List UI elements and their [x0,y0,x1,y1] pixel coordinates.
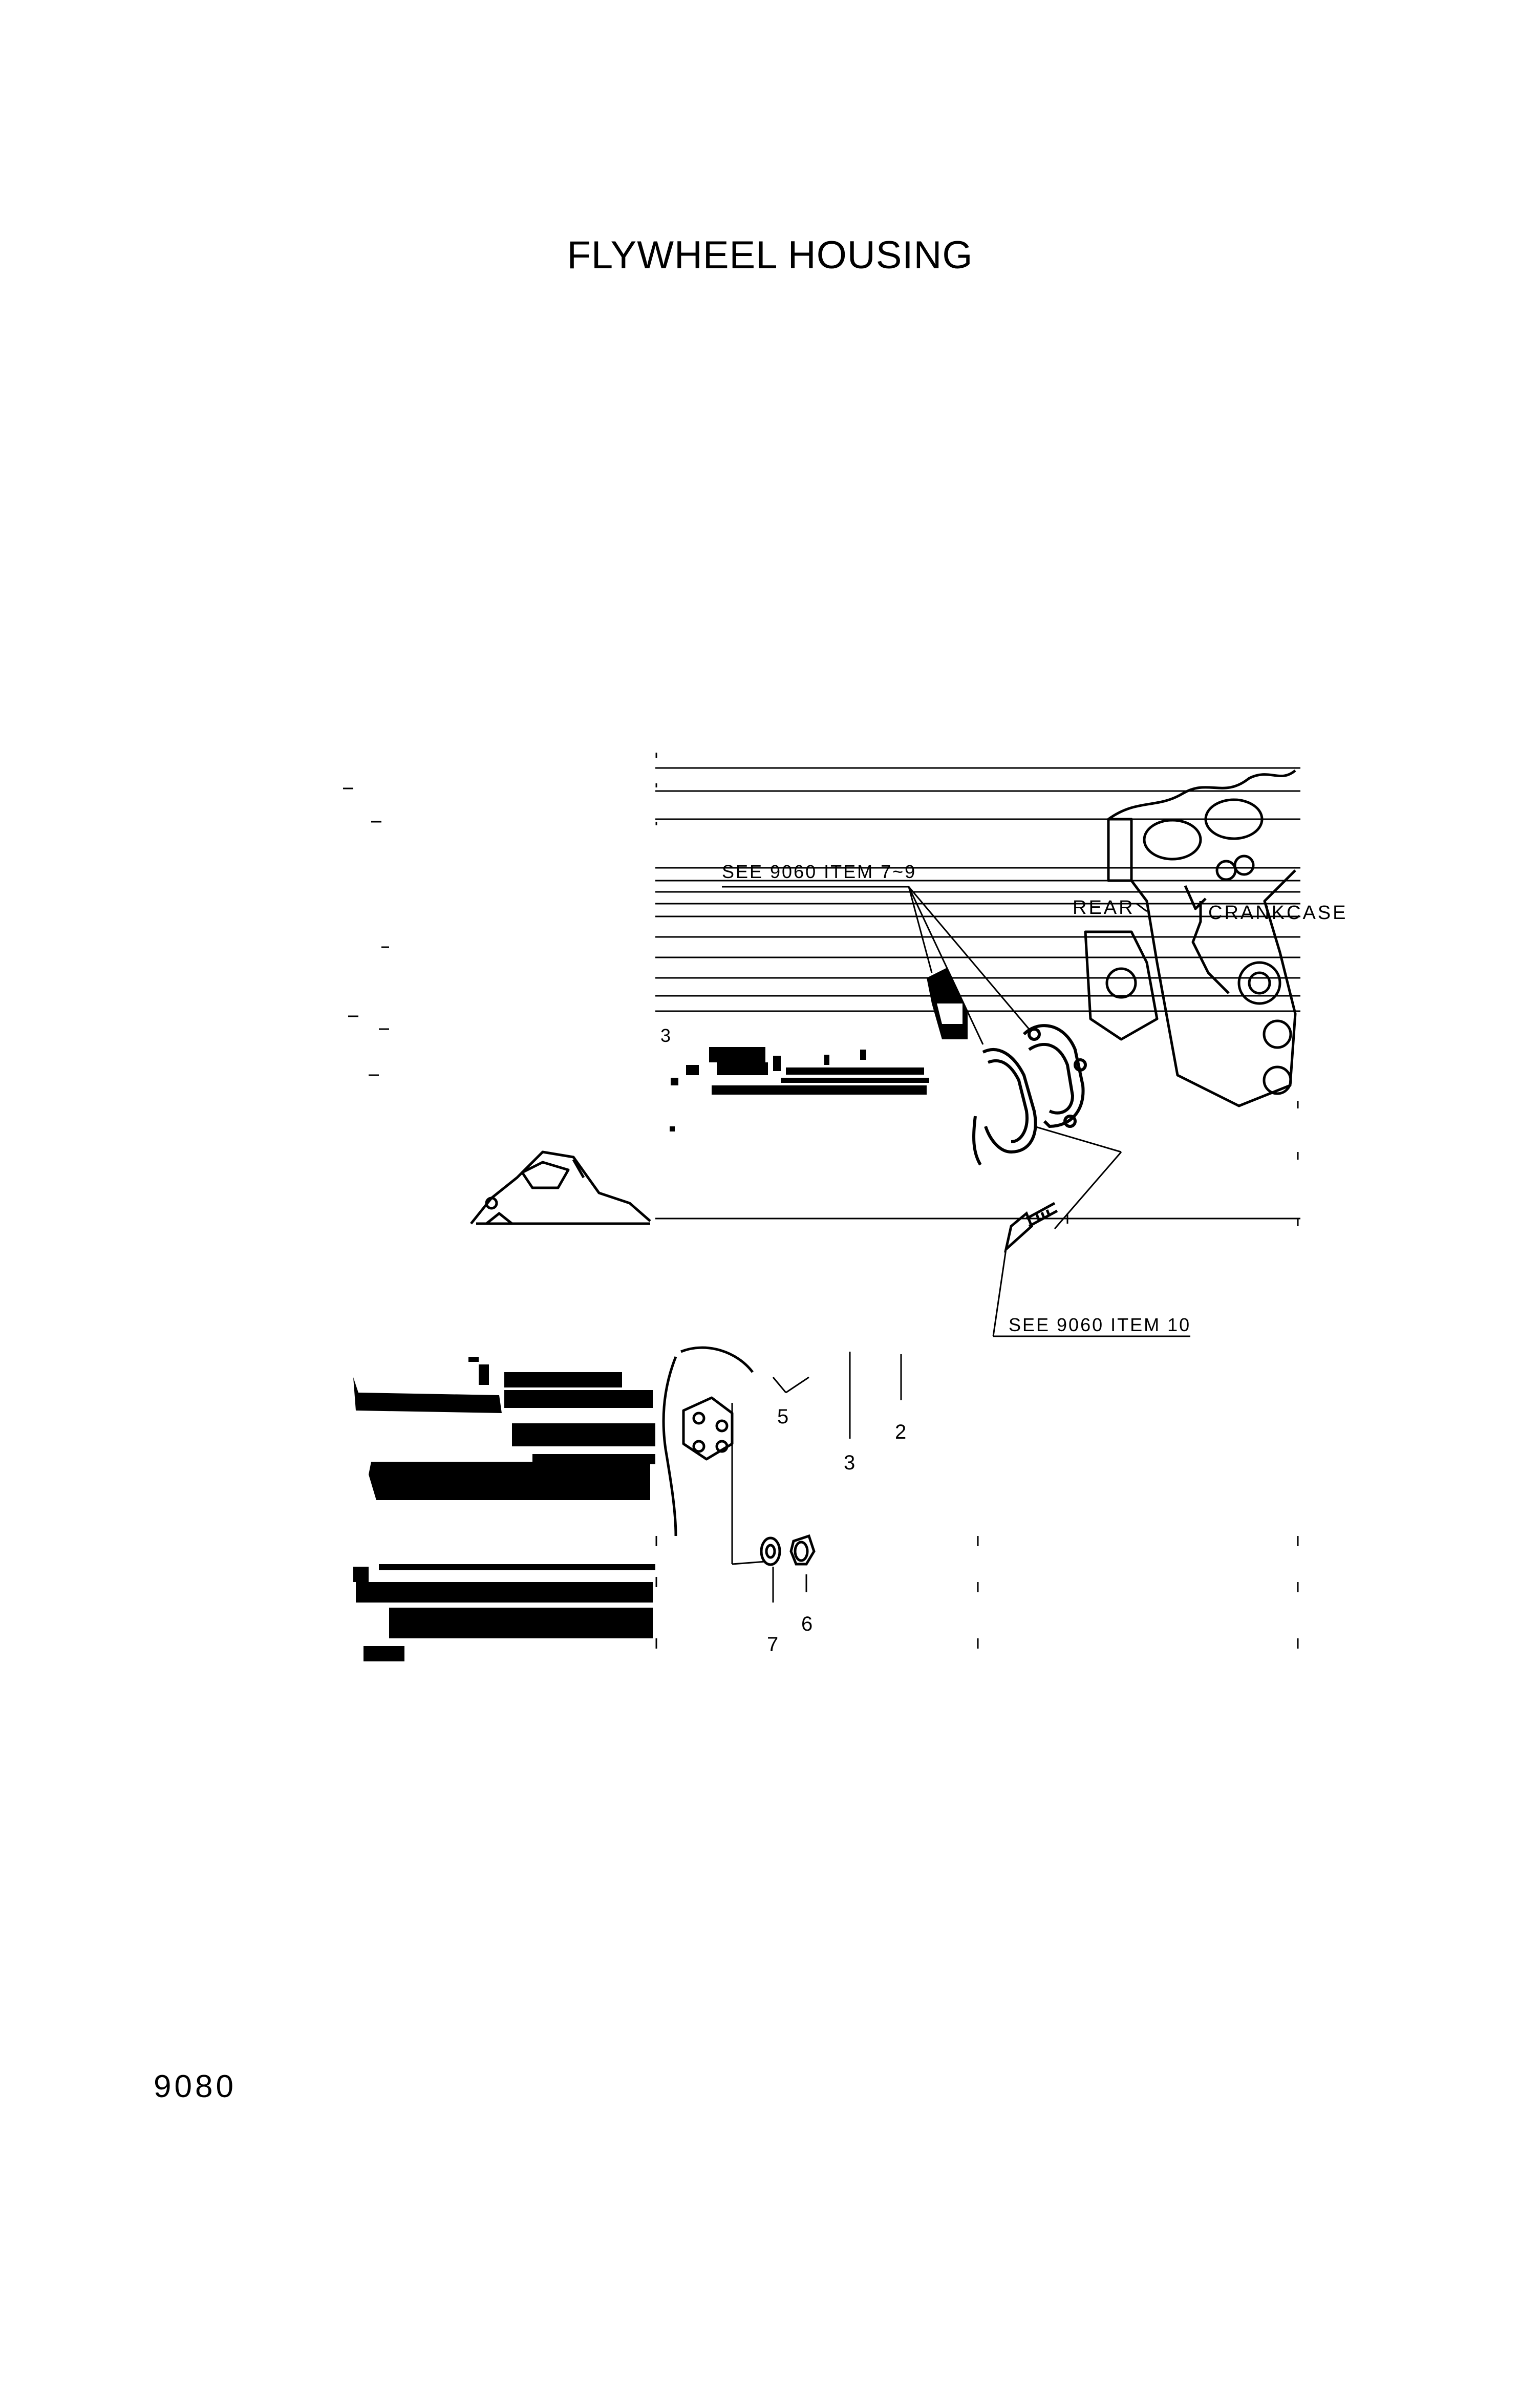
bolt-icon [1003,1202,1058,1253]
seal-gasket [972,1024,1087,1166]
callout-crankcase: CRANKCASE [1208,902,1348,924]
item-number-5: 5 [777,1405,788,1428]
item-number-6: 6 [801,1613,812,1635]
scan-bands-lower [353,1357,655,1661]
item-number-2: 2 [895,1421,906,1443]
flywheel-housing [470,1150,754,1536]
callout-rear: REAR [1073,897,1135,919]
scan-lines [655,767,1300,1220]
item-number-3-small: 3 [660,1025,671,1046]
callout-see-9060-items-7-9: SEE 9060 ITEM 7~9 [722,861,916,882]
page-number: 9080 [154,2069,237,2104]
leader-lines [722,886,1190,1603]
dash-marks [343,753,1299,1649]
bracket-fill [927,968,968,1039]
crankcase-block [1084,770,1297,1107]
item-number-7: 7 [767,1633,778,1656]
item-number-3: 3 [844,1451,855,1474]
washer-icon [760,1536,781,1566]
scan-bands-upper [670,1047,929,1131]
plug-icon [789,1534,816,1566]
callout-see-9060-item-10: SEE 9060 ITEM 10 [1009,1314,1191,1335]
page-title: FLYWHEEL HOUSING [567,233,973,277]
